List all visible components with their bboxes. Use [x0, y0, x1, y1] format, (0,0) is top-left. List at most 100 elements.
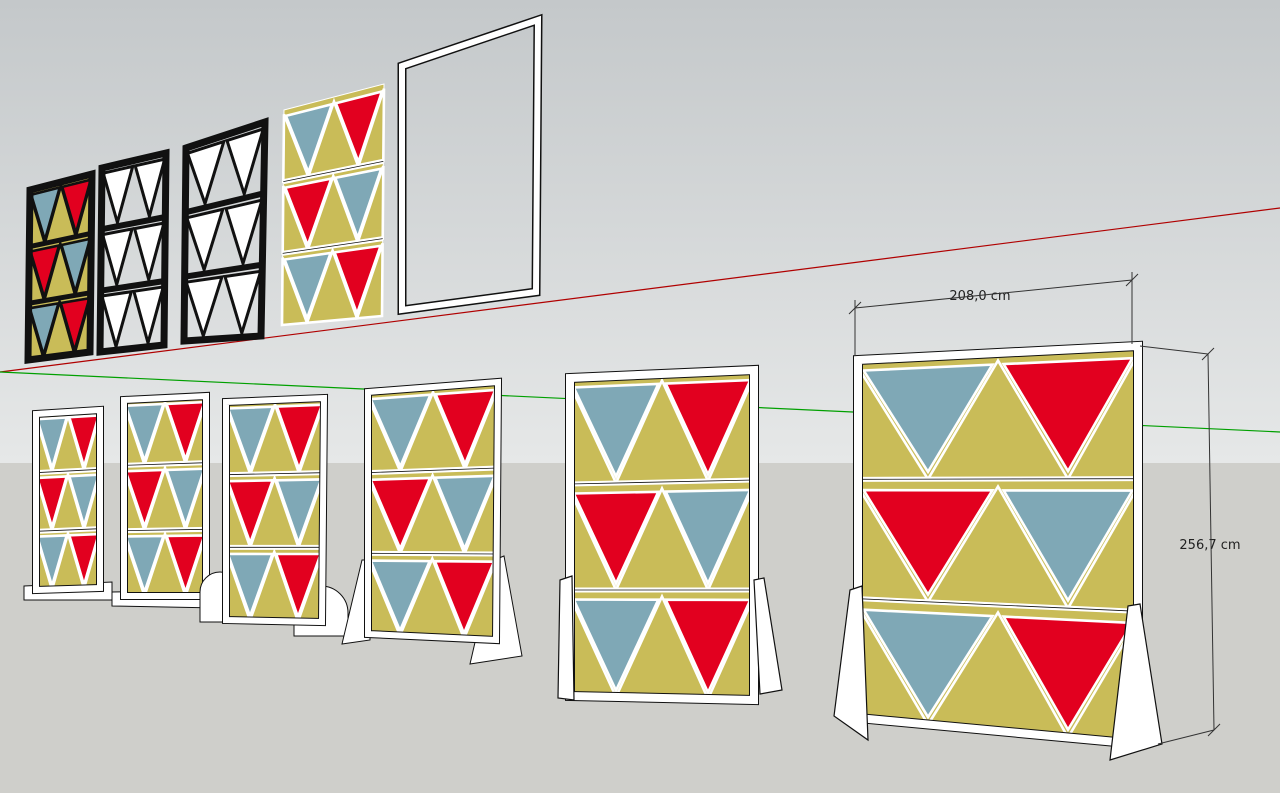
- red-axis-line: [0, 207, 1280, 373]
- blue-triangle: [571, 598, 661, 694]
- blue-triangle: [224, 198, 265, 269]
- row-divider-edge: [569, 479, 755, 485]
- red-triangle: [35, 475, 69, 532]
- red-triangle: [571, 490, 661, 587]
- a-frame-leg: [833, 585, 869, 742]
- red-triangle: [100, 227, 135, 291]
- row-divider: [28, 230, 92, 250]
- row-divider-edge: [367, 552, 497, 555]
- red-triangle: [663, 378, 753, 478]
- blue-triangle: [368, 393, 433, 470]
- blue-triangle: [35, 415, 69, 473]
- height-dimension-line: [1207, 353, 1215, 731]
- blue-triangle: [35, 534, 69, 591]
- a-frame-leg: [1109, 603, 1163, 761]
- red-triangle: [184, 207, 226, 275]
- blue-triangle: [1001, 489, 1135, 603]
- red-triangle: [1001, 356, 1135, 474]
- height-extension-top: [1139, 345, 1209, 355]
- row-divider-edge: [35, 528, 101, 532]
- red-triangle: [67, 413, 101, 472]
- blue-triangle: [433, 474, 497, 553]
- blue-triangle: [164, 467, 207, 530]
- blue-triangle: [282, 251, 333, 323]
- row-divider-edge: [857, 478, 1139, 480]
- blue-triangle: [284, 102, 334, 176]
- standing-panel-6: [833, 340, 1163, 761]
- red-triangle: [433, 388, 498, 468]
- red-triangle: [274, 552, 323, 621]
- frame: [365, 378, 502, 644]
- height-extension-bottom: [1157, 729, 1215, 745]
- row-divider-edge: [35, 468, 101, 474]
- red-triangle: [223, 269, 263, 339]
- blue-triangle: [368, 559, 432, 634]
- red-triangle: [132, 285, 166, 349]
- red-triangle: [1001, 615, 1135, 733]
- red-triangle: [123, 468, 166, 531]
- row-divider: [28, 290, 92, 306]
- frame: [97, 149, 169, 355]
- row-divider-edge: [123, 462, 207, 466]
- blue-triangle: [663, 488, 753, 587]
- red-triangle: [133, 157, 167, 222]
- standing-panel-2: [111, 391, 219, 609]
- a-frame-leg: [557, 575, 575, 701]
- blue-triangle: [132, 221, 167, 286]
- red-triangle: [663, 598, 753, 696]
- blue-triangle: [59, 237, 92, 297]
- top-module-4: [280, 83, 386, 327]
- row-divider: [100, 214, 166, 233]
- top-module-5: [397, 13, 543, 316]
- red-triangle: [164, 534, 207, 597]
- row-divider: [184, 261, 263, 280]
- standing-panel-5: [557, 364, 783, 706]
- standing-panel-3: [199, 393, 349, 637]
- blue-triangle: [333, 166, 384, 242]
- dimension-annotations: 208,0 cm 256,7 cm: [848, 272, 1241, 745]
- standing-panel-4: [341, 377, 523, 665]
- red-triangle: [59, 296, 92, 356]
- row-divider-edge: [225, 472, 324, 476]
- blue-triangle: [184, 275, 225, 341]
- frame: [25, 170, 95, 363]
- height-tick-top: [1201, 347, 1215, 361]
- height-dimension-label: 256,7 cm: [1179, 538, 1240, 553]
- blue-triangle: [226, 405, 275, 474]
- blue-triangle: [99, 289, 134, 353]
- frame: [181, 118, 268, 344]
- top-module-1: [24, 169, 96, 364]
- red-triangle: [332, 244, 383, 318]
- frame: [223, 394, 328, 626]
- a-frame-leg: [753, 577, 783, 695]
- blue-triangle: [185, 139, 227, 209]
- width-tick-left: [848, 301, 862, 315]
- frame: [33, 406, 103, 594]
- top-module-3: [180, 117, 269, 345]
- row-divider-edge: [283, 160, 384, 183]
- blue-triangle: [861, 363, 995, 475]
- blue-triangle: [571, 382, 661, 480]
- row-divider: [184, 190, 265, 216]
- blue-triangle: [123, 402, 166, 465]
- red-triangle: [60, 177, 93, 238]
- blue-triangle: [861, 608, 995, 720]
- blue-triangle: [67, 473, 101, 531]
- red-triangle: [432, 559, 496, 637]
- blue-triangle: [274, 478, 324, 547]
- row-divider-edge: [282, 238, 383, 254]
- blue-triangle: [123, 534, 166, 597]
- panel-models: [23, 13, 1163, 761]
- red-triangle: [28, 243, 61, 302]
- width-dimension-line: [854, 279, 1133, 309]
- width-tick-right: [1125, 273, 1139, 287]
- frame: [399, 15, 542, 314]
- row-divider: [100, 278, 166, 294]
- red-triangle: [225, 126, 266, 199]
- red-triangle: [275, 403, 324, 473]
- red-triangle: [164, 400, 207, 464]
- row-divider-edge: [367, 467, 498, 474]
- blue-triangle: [101, 164, 135, 229]
- red-triangle: [67, 532, 101, 590]
